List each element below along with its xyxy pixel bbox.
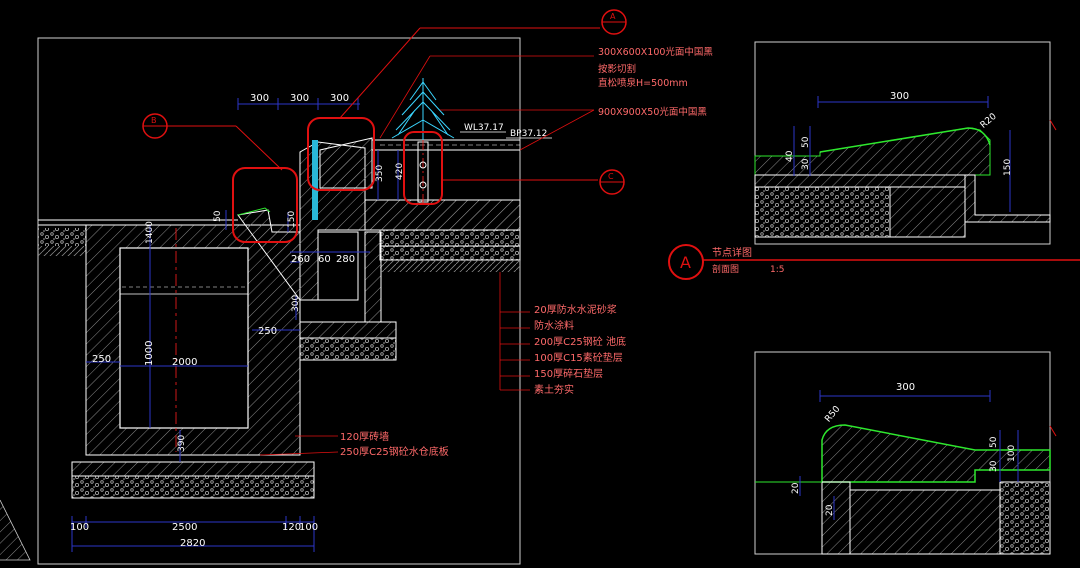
dim-250-left: 250 xyxy=(92,354,111,365)
detail-top-h150: 150 xyxy=(1003,159,1013,176)
svg-text:A: A xyxy=(680,253,691,272)
dim-350: 350 xyxy=(375,165,385,182)
dim-260: 260 xyxy=(291,254,310,265)
layer-note-2: 200厚C25钢砼 池底 xyxy=(534,335,626,348)
dim-300-vert: 300 xyxy=(291,295,301,312)
dim-280: 280 xyxy=(336,254,355,265)
detail-top-h50: 50 xyxy=(801,136,811,148)
highlight-box-b xyxy=(232,167,298,243)
layer-note-5: 素土夯实 xyxy=(534,383,574,396)
bottom-dim-4: 100 xyxy=(299,522,318,533)
tank-base-slab xyxy=(71,461,315,477)
bottom-dimension-line xyxy=(71,516,315,552)
section-frame xyxy=(37,37,521,565)
layer-note-4: 150厚碎石垫层 xyxy=(534,367,603,380)
bottom-dim-3: 120 xyxy=(282,522,301,533)
dim-150-left: 150 xyxy=(287,211,297,228)
note-top-1: 按影切割 xyxy=(598,63,636,75)
dim-60: 60 xyxy=(318,254,331,265)
top-level-label: BP37.12 xyxy=(510,129,547,139)
dim-1000: 1000 xyxy=(144,341,155,366)
bottom-dim-1: 100 xyxy=(70,522,89,533)
tank-interior xyxy=(119,247,249,429)
detail-top-width: 300 xyxy=(890,91,909,102)
detail-label: A 节点详图 剖面图 1:5 xyxy=(668,244,1080,280)
bottom-total-dim: 2820 xyxy=(180,538,205,549)
detail-top-r: R20 xyxy=(979,112,999,131)
top-dim-3: 300 xyxy=(330,93,349,104)
dim-250-mid: 250 xyxy=(258,326,277,337)
detail-top-h30: 30 xyxy=(801,158,811,170)
fountain-spray-icon xyxy=(391,78,455,140)
detail-bottom-h20: 20 xyxy=(791,482,801,494)
dim-50-left: 50 xyxy=(213,210,223,222)
svg-text:B: B xyxy=(151,116,157,125)
highlight-box-c xyxy=(403,131,443,205)
callout-left-icon: B xyxy=(142,113,283,171)
note-top-2: 直松喷泉H=500mm xyxy=(598,77,688,89)
base-note-1: 250厚C25钢砼水仓底板 xyxy=(340,445,449,458)
detail-bottom-h50: 50 xyxy=(989,436,999,448)
svg-text:C: C xyxy=(608,172,614,181)
detail-bottom-h30: 30 xyxy=(989,460,999,472)
top-dim-2: 300 xyxy=(290,93,309,104)
note-top-0: 300X600X100光面中国黑 xyxy=(598,46,713,58)
detail-subtitle-right: 1:5 xyxy=(770,265,784,275)
detail-top-h40: 40 xyxy=(785,150,795,162)
detail-bottom-width: 300 xyxy=(896,382,915,393)
detail-title: 节点详图 xyxy=(712,246,752,259)
detail-top-coping xyxy=(754,127,1051,238)
layer-note-3: 100厚C15素砼垫层 xyxy=(534,351,623,364)
callout-right-icon: C xyxy=(442,169,625,195)
dim-1400: 1400 xyxy=(145,221,155,244)
highlight-box-a xyxy=(307,117,375,191)
svg-text:A: A xyxy=(610,12,616,21)
dim-420: 420 xyxy=(395,163,405,180)
detail-bottom-h20b: 20 xyxy=(825,504,835,516)
note-top-3: 900X900X50光面中国黑 xyxy=(598,106,707,118)
top-dimension-line xyxy=(237,98,360,110)
dim-2000: 2000 xyxy=(172,357,197,368)
detail-subtitle-left: 剖面图 xyxy=(712,263,739,275)
callout-top-icon: A xyxy=(339,9,627,119)
detail-bottom-coping xyxy=(755,424,1051,555)
water-level-label: WL37.17 xyxy=(464,123,504,133)
base-note-0: 120厚砖墙 xyxy=(340,430,389,443)
top-dim-1: 300 xyxy=(250,93,269,104)
layer-note-0: 20厚防水水泥砂浆 xyxy=(534,303,617,316)
dim-390: 390 xyxy=(177,435,187,452)
detail-top-frame xyxy=(754,41,1051,245)
detail-bottom-h100: 100 xyxy=(1007,445,1017,462)
bottom-dim-2: 2500 xyxy=(172,522,197,533)
layer-note-1: 防水涂料 xyxy=(534,319,574,332)
detail-bottom-r: R50 xyxy=(823,404,842,424)
